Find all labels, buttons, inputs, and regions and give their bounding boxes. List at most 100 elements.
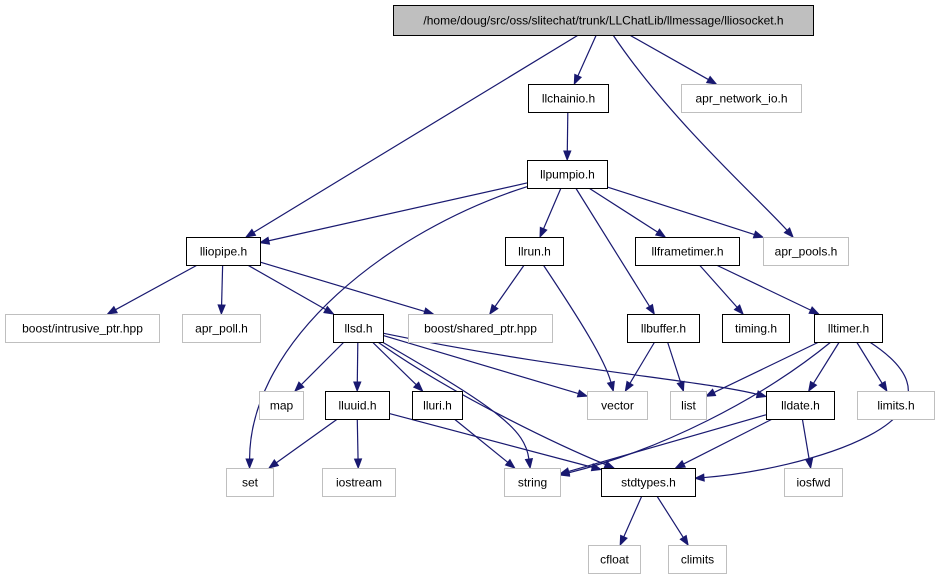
edge-arrowhead: [804, 457, 814, 470]
edge-lliopipe-to-llsd: [247, 264, 326, 311]
edge-arrowhead: [676, 380, 685, 393]
node-llpumpio[interactable]: llpumpio.h: [527, 160, 608, 189]
edge-llbuffer-to-vector: [629, 341, 656, 384]
node-timing[interactable]: timing.h: [722, 314, 790, 343]
edge-arrowhead: [693, 473, 705, 482]
edge-arrowhead: [323, 305, 335, 315]
node-label: limits.h: [877, 399, 914, 413]
edge-llpumpio-to-llframetimer: [588, 187, 658, 233]
node-label: boost/intrusive_ptr.hpp: [22, 322, 143, 336]
edge-arrowhead: [489, 303, 499, 316]
edge-arrowhead: [654, 228, 667, 238]
node-lluri[interactable]: lluri.h: [412, 391, 463, 420]
node-box: [857, 391, 935, 420]
node-box: [186, 237, 261, 266]
edge-stdtypes-to-climits: [656, 495, 684, 538]
edge-lliopipe-to-apr_poll: [220, 264, 224, 306]
node-label: llrun.h: [518, 245, 551, 259]
edge-llsd-to-string: [381, 341, 530, 460]
edge-arrowhead: [606, 380, 615, 393]
node-box: [408, 314, 553, 343]
edge-lldate-to-iosfwd: [801, 418, 810, 460]
edge-lluri-to-string: [453, 418, 509, 463]
node-label: list: [681, 399, 696, 413]
node-llsd[interactable]: llsd.h: [333, 314, 384, 343]
edge-arrowhead: [558, 467, 571, 476]
node-lltimer[interactable]: lltimer.h: [814, 314, 883, 343]
node-box: [325, 391, 390, 420]
node-box: [766, 391, 835, 420]
edge-llrun-to-boost_shared: [494, 264, 525, 307]
node-llframetimer[interactable]: llframetimer.h: [635, 237, 740, 266]
edge-arrowhead: [573, 73, 583, 86]
node-box: [528, 84, 609, 113]
node-box: [681, 84, 802, 113]
node-label: timing.h: [735, 322, 777, 336]
node-llbuffer[interactable]: llbuffer.h: [627, 314, 700, 343]
node-label: set: [242, 476, 259, 490]
node-label: cfloat: [600, 553, 629, 567]
node-box: [627, 314, 700, 343]
node-box: [182, 314, 261, 343]
edge-arrowhead: [783, 227, 794, 239]
edge-lluuid-to-iostream: [356, 418, 359, 460]
edge-arrowhead: [619, 534, 628, 547]
edge-arrowhead: [217, 304, 226, 316]
node-label: llsd.h: [344, 322, 372, 336]
edge-arrowhead: [733, 304, 744, 316]
node-lluuid[interactable]: lluuid.h: [325, 391, 390, 420]
node-box: [784, 468, 843, 497]
edge-llchainio-to-llpumpio: [566, 111, 569, 152]
edge-llpumpio-to-llbuffer: [575, 187, 651, 307]
edge-lliopipe-to-boost_shared: [259, 261, 425, 312]
node-box: [601, 468, 696, 497]
node-box: [393, 5, 814, 36]
edge-llsd-to-stdtypes: [377, 341, 606, 466]
node-label: lluuid.h: [338, 399, 376, 413]
node-set: set: [226, 468, 274, 497]
edge-arrowhead: [679, 534, 689, 547]
node-box: [504, 468, 561, 497]
node-box: [333, 314, 384, 343]
node-label: apr_pools.h: [775, 245, 838, 259]
node-boost-shared: boost/shared_ptr.hpp: [408, 314, 553, 343]
edge-llsd-to-lluri: [371, 341, 417, 386]
node-label: lltimer.h: [828, 322, 869, 336]
edge-arrowhead: [422, 307, 435, 316]
edge-llpumpio-to-apr_pools: [606, 186, 755, 236]
edge-root-to-llchainio: [577, 34, 597, 77]
edge-arrowhead: [353, 381, 362, 393]
edge-arrowhead: [353, 458, 363, 470]
node-string: string: [504, 468, 561, 497]
node-label: llframetimer.h: [651, 245, 723, 259]
node-stdtypes[interactable]: stdtypes.h: [601, 468, 696, 497]
node-box: [5, 314, 160, 343]
edge-arrowhead: [603, 460, 616, 469]
node-box: [259, 391, 304, 420]
edge-arrowhead: [808, 306, 820, 315]
node-box: [670, 391, 707, 420]
node-root[interactable]: /home/doug/src/oss/slitechat/trunk/LLCha…: [393, 5, 814, 36]
edge-llsd-to-lluuid: [356, 341, 359, 383]
edge-arrowhead: [705, 75, 718, 85]
node-apr-pools: apr_pools.h: [763, 237, 849, 266]
node-boost-intrusive: boost/intrusive_ptr.hpp: [5, 314, 160, 343]
edge-arrowhead: [539, 226, 548, 239]
edge-arrowhead: [704, 388, 717, 397]
node-lldate[interactable]: lldate.h: [766, 391, 835, 420]
edge-arrowhead: [244, 228, 257, 238]
node-label: iosfwd: [796, 476, 830, 490]
node-apr-poll: apr_poll.h: [182, 314, 261, 343]
node-label: vector: [601, 399, 634, 413]
node-llrun[interactable]: llrun.h: [505, 237, 564, 266]
edge-llframetimer-to-timing: [699, 264, 738, 308]
node-llchainio[interactable]: llchainio.h: [528, 84, 609, 113]
edge-lliopipe-to-boost_intrusive: [115, 264, 198, 311]
edge-arrowhead: [590, 463, 603, 472]
edge-root-to-lliopipe: [253, 34, 579, 233]
node-label: boost/shared_ptr.hpp: [424, 322, 537, 336]
node-iosfwd: iosfwd: [784, 468, 843, 497]
node-map: map: [259, 391, 304, 420]
edge-lltimer-to-limits: [856, 341, 883, 384]
node-lliopipe[interactable]: lliopipe.h: [186, 237, 261, 266]
